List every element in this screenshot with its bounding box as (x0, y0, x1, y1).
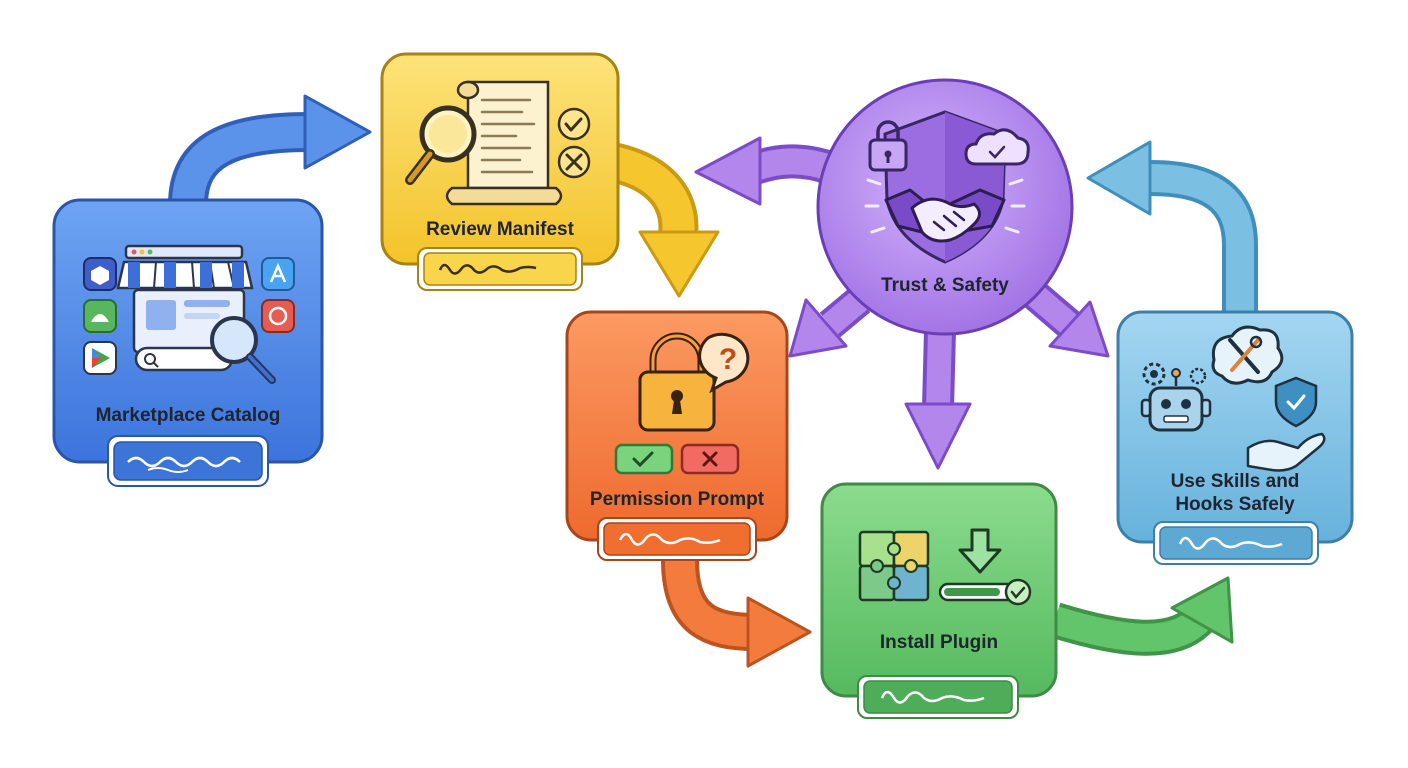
skills-label-line2: Hooks Safely (1175, 494, 1295, 515)
hand-icon (1246, 432, 1326, 472)
node-marketplace-catalog: Marketplace Catalog (52, 198, 324, 487)
arrow-skills-to-trust (1086, 140, 1258, 318)
rays-decoration (864, 178, 1026, 234)
node-install-plugin: Install Plugin (820, 482, 1058, 719)
permission-label: Permission Prompt (590, 489, 765, 510)
node-review-manifest: Review Manifest (380, 52, 620, 291)
x-circle-icon (557, 145, 591, 179)
app-icon-appstore (261, 257, 295, 291)
app-icon-play (83, 341, 117, 375)
marketplace-badge (107, 435, 269, 487)
arrow-install-to-skills (1049, 576, 1234, 656)
trust-label: Trust & Safety (881, 275, 1009, 296)
node-permission-prompt: ? Permission Prompt (565, 310, 789, 561)
robot-icon (1140, 368, 1212, 432)
install-badge (857, 675, 1019, 719)
marketplace-label: Marketplace Catalog (96, 405, 281, 426)
question-bubble-icon: ? (698, 332, 750, 394)
deny-button-icon (680, 443, 740, 475)
svg-text:?: ? (719, 343, 737, 376)
review-badge (417, 247, 583, 291)
app-icon-chat (261, 299, 295, 333)
shield-check-icon (1274, 376, 1318, 428)
skills-badge (1153, 521, 1319, 565)
review-label: Review Manifest (426, 219, 574, 240)
storefront-icon (116, 244, 254, 372)
skills-label-line1: Use Skills and (1171, 471, 1300, 492)
tools-bubble-icon (1211, 325, 1284, 385)
node-trust-and-safety: Trust & Safety (816, 78, 1074, 336)
arrows-from-trust (694, 136, 1110, 470)
app-icon-leaf (83, 299, 117, 333)
handshake-icon (884, 188, 1006, 243)
permission-badge (597, 517, 757, 561)
install-label: Install Plugin (880, 632, 998, 653)
magnifier-icon (405, 105, 477, 185)
app-icon-cube (83, 257, 117, 291)
check-circle-icon (557, 107, 591, 141)
node-use-skills-and-hooks: Use Skills and Hooks Safely (1116, 310, 1354, 565)
arrow-marketplace-to-review (168, 94, 372, 225)
cloud-check-icon (964, 128, 1030, 166)
approve-button-icon (614, 443, 674, 475)
padlock-icon (868, 120, 908, 172)
progress-bar-icon (938, 582, 1018, 602)
puzzle-icon (858, 530, 930, 602)
gears-icon (1142, 362, 1207, 386)
check-circle-icon (1004, 578, 1032, 606)
magnifier-icon (210, 316, 276, 384)
download-arrow-icon (958, 528, 1002, 574)
arrow-permission-to-install (661, 559, 812, 668)
